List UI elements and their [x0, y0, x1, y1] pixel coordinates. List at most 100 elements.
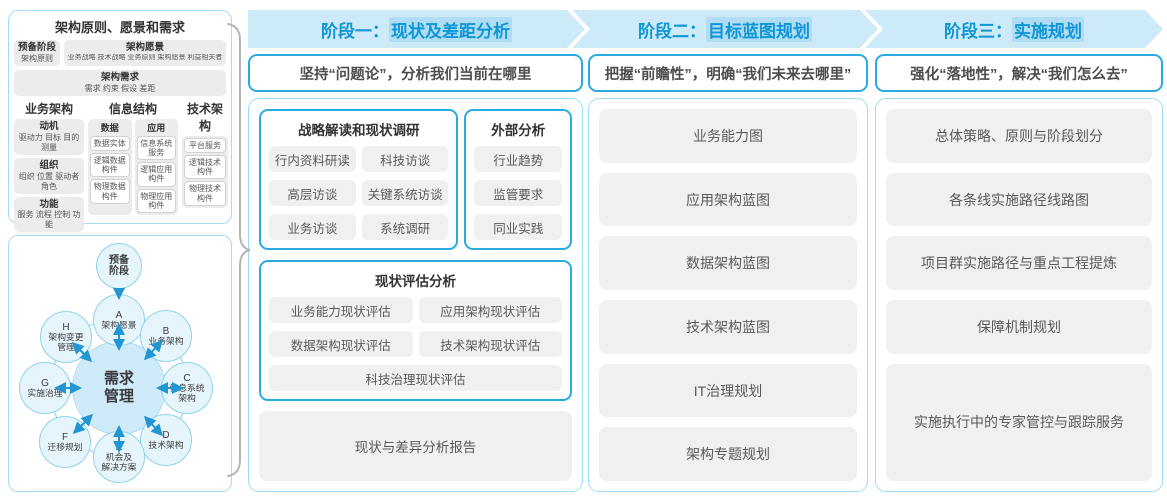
deliverable-box: 总体策略、原则与阶段划分	[886, 109, 1152, 163]
deliverable-box: IT治理规划	[599, 363, 857, 418]
box-title: 功能	[39, 198, 59, 210]
phase-2-slogan: 把握“前瞻性”，明确“我们未来去哪里”	[588, 54, 868, 92]
phase-title-highlight: 现状及差距分析	[389, 17, 512, 42]
phase-3-column: 总体策略、原则与阶段划分 各条线实施路径线路图 项目群实施路径与重点工程提炼 保…	[875, 98, 1163, 492]
phase-title-prefix: 阶段三：	[944, 21, 1012, 41]
phase-3-slogan: 强化“落地性”，解决“我们怎么去”	[875, 54, 1163, 92]
node-letter: H	[62, 321, 70, 333]
node-label: 技术架构	[148, 439, 184, 450]
deliverable-box: 技术架构蓝图	[599, 300, 857, 354]
phase-2-header: 阶段二： 目标蓝图规划	[572, 10, 878, 48]
deliverable-box: 架构专题规划	[599, 427, 857, 482]
box-title: 组织	[39, 159, 59, 171]
tech-panel: 平台服务 逻辑技术构件 物理技术构件	[182, 135, 228, 208]
architecture-principles-panel: 架构原则、愿景和需求 预备阶段 架构原则 架构愿景 业务战略 技术战略 业务原则…	[8, 10, 232, 272]
organization-box: 组织 组织 位置 驱动者 角色	[14, 157, 84, 194]
item-chip: 行业趋势	[474, 146, 562, 172]
node-label: 需求 管理	[103, 370, 134, 405]
node-label: 机会及 解决方案	[101, 451, 137, 472]
info-panels: 数据 数据实体 逻辑数据构件 物理数据构件 应用 信息系统服务 逻辑应用构件 物…	[88, 118, 178, 215]
item-chip: 科技访谈	[361, 146, 449, 172]
phases-area: 阶段一： 现状及差距分析 阶段二： 目标蓝图规划 阶段三： 实施规划 坚持“问题…	[248, 10, 1163, 492]
column-title: 技术架构	[186, 101, 223, 133]
node-label: 预备 阶段	[109, 255, 129, 277]
phase-title-highlight: 实施规划	[1012, 17, 1084, 42]
adm-node-a-vision: A 架构愿景	[93, 294, 145, 346]
item-chip: 业务访谈	[269, 214, 356, 240]
application-panel: 应用 信息系统服务 逻辑应用构件 物理应用构件	[134, 118, 178, 215]
box-sub: 驱动力 目标 目的 测量	[18, 132, 80, 152]
data-panel: 数据 数据实体 逻辑数据构件 物理数据构件	[88, 118, 132, 215]
gap-analysis-report-box: 现状与差异分析报告	[259, 411, 572, 481]
deliverable-box: 数据架构蓝图	[599, 236, 857, 291]
item-chip: 系统调研	[361, 214, 449, 240]
phase-title-highlight: 目标蓝图规划	[706, 17, 812, 42]
deliverable-box: 实施执行中的专家管控与跟踪服务	[886, 363, 1152, 481]
node-letter: G	[41, 377, 49, 389]
node-label: 迁移规划	[47, 441, 83, 452]
node-label: 业务架构	[148, 335, 184, 346]
architecture-columns: 业务架构 动机 驱动力 目标 目的 测量 组织 组织 位置 驱动者 角色 功能 …	[14, 100, 228, 233]
phase-1-column: 战略解读和现状调研 行内资料研读 科技访谈 高层访谈 关键系统访谈 业务访谈 系…	[248, 98, 583, 492]
logical-data-chip: 逻辑数据构件	[90, 152, 130, 178]
group-title: 现状评估分析	[375, 274, 456, 289]
adm-node-h-change-management: H 架构变更 管理	[40, 311, 92, 363]
phase-3-header: 阶段三： 实施规划	[865, 10, 1163, 48]
data-entity-chip: 数据实体	[90, 135, 130, 151]
item-chip: 业务能力现状评估	[269, 297, 413, 323]
group-title: 战略解读和现状调研	[297, 123, 420, 138]
item-chip: 同业实践	[474, 214, 562, 240]
preliminary-phase-box: 预备阶段 架构原则	[14, 40, 60, 66]
strategy-research-group: 战略解读和现状调研 行内资料研读 科技访谈 高层访谈 关键系统访谈 业务访谈 系…	[259, 109, 459, 250]
adm-node-d-technology: D 技术架构	[140, 414, 192, 466]
phase-1-slogan: 坚持“问题论”，分析我们当前在哪里	[248, 54, 583, 92]
panel-title: 数据	[100, 122, 119, 133]
physical-tech-chip: 物理技术构件	[184, 181, 226, 206]
box-title: 预备阶段	[17, 42, 56, 53]
logical-app-chip: 逻辑应用构件	[136, 162, 176, 187]
deliverable-box: 应用架构蓝图	[599, 172, 857, 227]
node-letter: D	[162, 429, 170, 441]
box-sub: 服务 流程 控制 功能	[17, 210, 81, 230]
function-box: 功能 服务 流程 控制 功能	[14, 196, 84, 233]
motivation-box: 动机 驱动力 目标 目的 测量	[14, 118, 84, 155]
node-letter: F	[61, 431, 69, 443]
box-sub: 需求 约束 假设 差距	[84, 83, 156, 93]
adm-node-preliminary: 预备 阶段	[96, 243, 142, 289]
box-title: 架构需求	[100, 71, 139, 83]
adm-cycle-panel: 预备 阶段 需求 管理 A 架构愿景 B 业务架构 C 信息系统 架构 D 技术…	[8, 235, 232, 492]
physical-data-chip: 物理数据构件	[90, 179, 130, 204]
adm-node-g-governance: G 实施治理	[19, 362, 71, 414]
adm-node-b-business: B 业务架构	[140, 310, 192, 362]
adm-node-c-information-systems: C 信息系统 架构	[161, 362, 213, 414]
deliverable-box: 项目群实施路径与重点工程提炼	[886, 236, 1152, 291]
deliverable-box: 各条线实施路径线路图	[886, 172, 1152, 227]
current-state-evaluation-group: 现状评估分析 业务能力现状评估 应用架构现状评估 数据架构现状评估 技术架构现状…	[259, 260, 572, 401]
node-letter: A	[115, 309, 123, 321]
column-title: 信息结构	[108, 101, 157, 116]
node-label: 信息系统 架构	[169, 382, 205, 403]
node-letter: C	[183, 372, 191, 384]
logical-tech-chip: 逻辑技术构件	[184, 154, 226, 180]
box-title: 架构愿景	[125, 42, 164, 53]
node-label: 架构变更 管理	[48, 331, 84, 352]
architecture-vision-box: 架构愿景 业务战略 技术战略 业务原则 架构愿景 利益相关者	[64, 40, 226, 66]
phase-title-prefix: 阶段一：	[321, 21, 389, 41]
technical-architecture-column: 技术架构 平台服务 逻辑技术构件 物理技术构件	[182, 100, 228, 233]
item-chip: 监管要求	[474, 180, 562, 206]
architecture-requirements-box: 架构需求 需求 约束 假设 差距	[14, 69, 226, 96]
node-label: 架构愿景	[101, 319, 137, 330]
box-sub: 业务战略 技术战略 业务原则 架构愿景 利益相关者	[67, 53, 223, 61]
item-chip: 关键系统访谈	[361, 180, 449, 206]
external-analysis-group: 外部分析 行业趋势 监管要求 同业实践	[464, 109, 572, 250]
platform-service-chip: 平台服务	[184, 137, 226, 153]
deliverable-box: 保障机制规划	[886, 300, 1152, 354]
info-system-service-chip: 信息系统服务	[136, 135, 176, 161]
curly-brace	[227, 23, 251, 477]
business-architecture-column: 业务架构 动机 驱动力 目标 目的 测量 组织 组织 位置 驱动者 角色 功能 …	[14, 100, 84, 233]
physical-app-chip: 物理应用构件	[136, 188, 176, 213]
requirements-row: 架构需求 需求 约束 假设 差距	[14, 69, 226, 96]
node-label: 实施治理	[27, 387, 63, 398]
item-chip: 高层访谈	[269, 180, 356, 206]
